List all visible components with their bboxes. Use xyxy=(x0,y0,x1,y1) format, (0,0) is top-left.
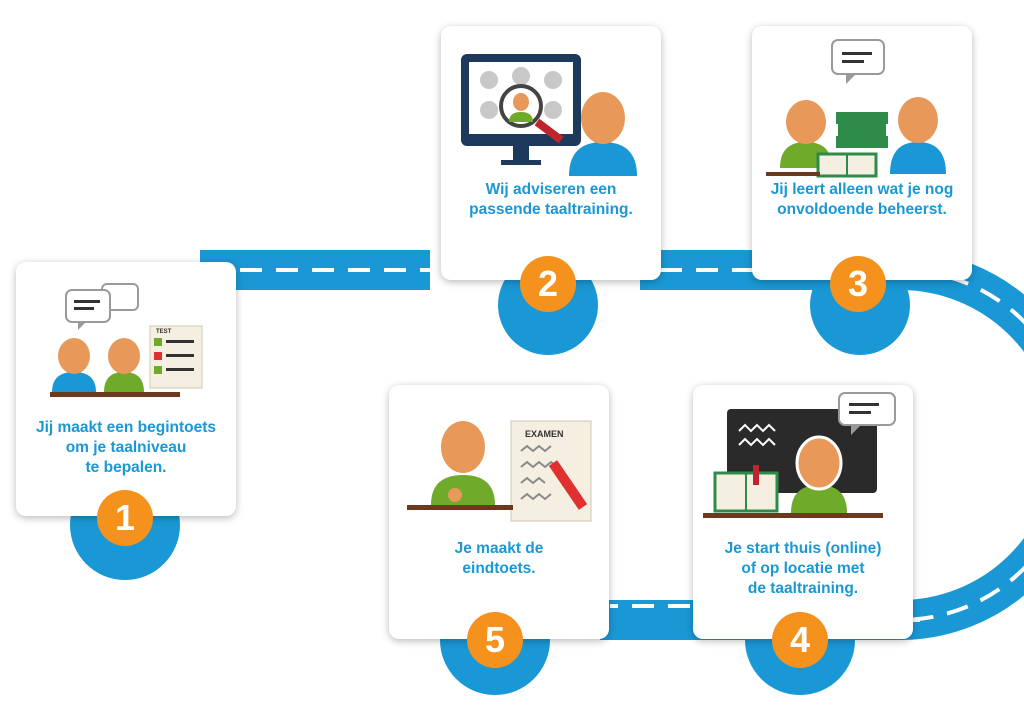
step-card-4: Je start thuis (online) of op locatie me… xyxy=(693,385,913,639)
step-caption-4: Je start thuis (online) of op locatie me… xyxy=(724,540,882,597)
step-caption-3: Jij leert alleen wat je nog onvoldoende … xyxy=(770,181,954,218)
step-caption-2: Wij adviseren een passende taaltraining. xyxy=(469,181,633,218)
step-card-2: Wij adviseren een passende taaltraining. xyxy=(441,26,661,280)
step-number-1: 1 xyxy=(97,490,153,546)
placement-test-icon xyxy=(50,283,203,397)
step-caption-1: Jij maakt een begintoets om je taalnivea… xyxy=(35,419,217,476)
step-card-1: TEST Jij maakt een begintoets om je taal… xyxy=(16,262,236,516)
final-exam-icon xyxy=(407,420,592,522)
tutoring-books-icon xyxy=(766,39,946,178)
step-number-3: 3 xyxy=(830,256,886,312)
step-number-4: 4 xyxy=(772,612,828,668)
step-card-5: EXAMEN Je maakt de eindtoets. xyxy=(389,385,609,639)
test-sheet-label: TEST xyxy=(156,329,172,335)
exam-sheet-label: EXAMEN xyxy=(525,429,564,439)
step-caption-5: Je maakt de eindtoets. xyxy=(454,540,544,577)
step-card-3: Jij leert alleen wat je nog onvoldoende … xyxy=(752,26,972,280)
classroom-chalkboard-icon xyxy=(703,392,896,518)
advice-magnifier-icon xyxy=(461,54,637,176)
step-number-5: 5 xyxy=(467,612,523,668)
step-number-2: 2 xyxy=(520,256,576,312)
